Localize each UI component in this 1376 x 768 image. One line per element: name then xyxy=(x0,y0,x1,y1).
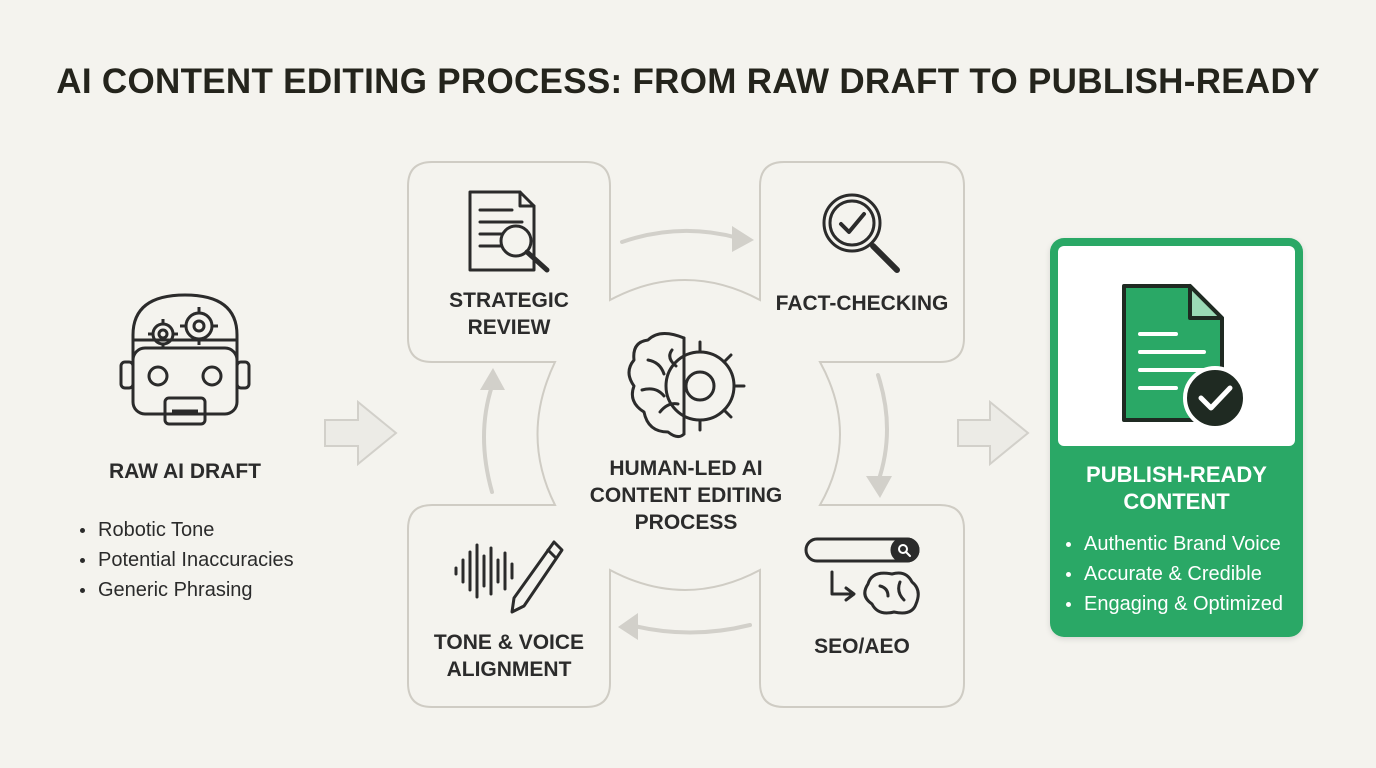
arrow-review-to-fact xyxy=(620,228,740,244)
list-item: Accurate & Credible xyxy=(1062,559,1283,589)
robot-head-gears-icon xyxy=(119,293,251,426)
step-label-tone-voice: TONE & VOICE ALIGNMENT xyxy=(433,631,585,681)
arrowhead-fact-to-seo xyxy=(866,476,892,498)
center-process-label: HUMAN-LED AI CONTENT EDITING PROCESS xyxy=(589,457,783,534)
raw-draft-label: RAW AI DRAFT xyxy=(108,460,262,483)
cycle-frame xyxy=(407,161,965,708)
step-label-seo-aeo: SEO/AEO xyxy=(814,635,910,658)
arrow-seo-to-tone xyxy=(628,623,752,635)
arrowhead-review-to-fact xyxy=(732,226,754,252)
soundwave-pen-icon xyxy=(454,540,564,614)
publish-ready-bullets: Authentic Brand Voice Accurate & Credibl… xyxy=(1062,529,1283,619)
list-item: Potential Inaccuracies xyxy=(76,545,294,575)
document-check-icon xyxy=(1122,284,1247,430)
flow-arrow-right xyxy=(957,399,1030,467)
arrow-tone-to-review xyxy=(482,384,494,494)
arrowhead-tone-to-review xyxy=(480,368,505,390)
list-item: Engaging & Optimized xyxy=(1062,589,1283,619)
list-item: Generic Phrasing xyxy=(76,575,294,605)
raw-draft-bullets: Robotic Tone Potential Inaccuracies Gene… xyxy=(76,515,294,605)
list-item: Authentic Brand Voice xyxy=(1062,529,1283,559)
arrowhead-seo-to-tone xyxy=(618,613,638,640)
magnifier-check-icon xyxy=(822,193,900,273)
list-item: Robotic Tone xyxy=(76,515,294,545)
search-bar-brain-icon xyxy=(804,537,920,615)
flow-arrow-left xyxy=(324,399,398,467)
publish-ready-label: PUBLISH-READY CONTENT xyxy=(1086,462,1267,514)
page-title: AI CONTENT EDITING PROCESS: FROM RAW DRA… xyxy=(56,62,1320,101)
cycle-arrows xyxy=(482,228,889,635)
document-magnifier-icon xyxy=(468,190,550,273)
step-label-strategic-review: STRATEGIC REVIEW xyxy=(449,289,569,339)
brain-gear-icon xyxy=(627,332,746,439)
step-label-fact-checking: FACT-CHECKING xyxy=(775,292,949,315)
arrow-fact-to-seo xyxy=(876,373,889,484)
